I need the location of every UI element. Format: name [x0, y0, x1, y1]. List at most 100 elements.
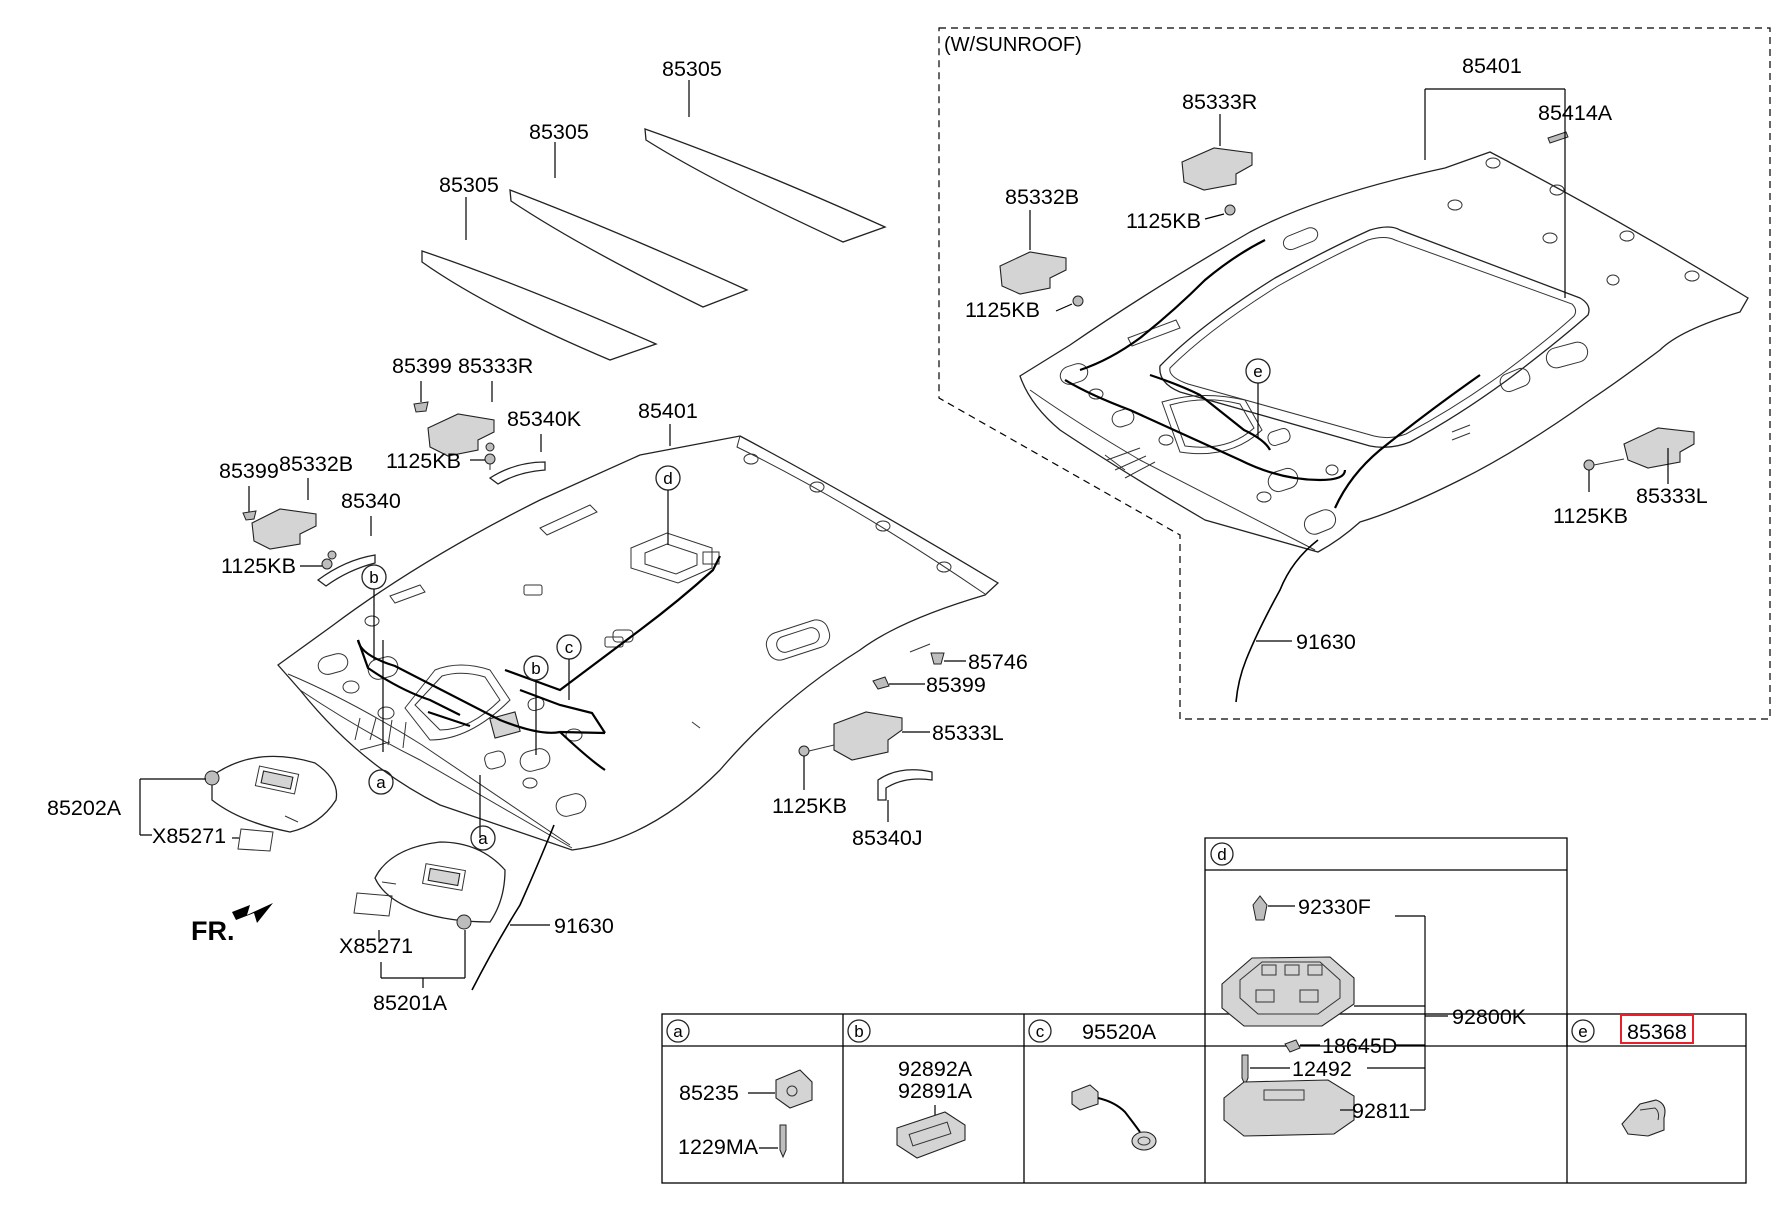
bracket-85333L [833, 711, 903, 761]
panel-a: 85235 1229MA [678, 1069, 813, 1159]
label-1125KB-sr3: 1125KB [1553, 504, 1628, 528]
callout-a1: a [376, 773, 386, 792]
label-85333R-sr: 85333R [1182, 90, 1257, 114]
main-headlining [277, 435, 1000, 991]
panel-d-part-3: 18645D [1322, 1034, 1397, 1058]
label-85399-a: 85399 [392, 354, 452, 378]
label-85399-b: 85399 [219, 459, 279, 483]
main-callouts: d b b c a a [361, 465, 681, 851]
panel-b: 92892A 92891A [896, 1057, 973, 1159]
sunroof-boundary [938, 27, 1771, 720]
front-direction-indicator: FR. [191, 903, 273, 946]
right-side-parts: 85746 85399 85333L 1125KB 85340J [772, 650, 1028, 850]
label-91630-sr: 91630 [1296, 630, 1356, 654]
headlining-pads [421, 80, 887, 361]
sunroof-section: (W/SUNROOF) [938, 27, 1771, 720]
panel-e-header: 85368 [1627, 1020, 1687, 1044]
sunroof-bracket-85332B [999, 251, 1067, 295]
panel-b-letter: b [854, 1022, 863, 1041]
label-1125KB-b: 1125KB [221, 554, 296, 578]
panel-d-letter: d [1217, 845, 1226, 864]
handle-85340J [877, 769, 933, 801]
label-85332B-sr: 85332B [1005, 185, 1079, 209]
sunroof-opening [1159, 226, 1590, 448]
panel-d-part-5: 92811 [1352, 1099, 1410, 1123]
label-1125KB-r: 1125KB [772, 794, 847, 818]
panel-b-part-2: 92891A [898, 1079, 973, 1103]
label-91630-main: 91630 [554, 914, 614, 938]
bracket-85332B [251, 508, 317, 550]
callout-c: c [565, 638, 574, 657]
headlining-outline [277, 435, 1000, 851]
label-85202A: 85202A [47, 796, 122, 820]
label-85305-1: 85305 [662, 57, 722, 81]
label-85399-r: 85399 [926, 673, 986, 697]
sunroof-bracket-85333R [1181, 147, 1253, 191]
callout-b1: b [369, 568, 378, 587]
panel-e-highlight [1620, 1014, 1694, 1044]
sunroof-label: (W/SUNROOF) [944, 34, 1082, 56]
sunroof-wire-harness [1064, 239, 1481, 509]
panel-b-lamp [896, 1111, 966, 1159]
panel-c-connector [1071, 1084, 1099, 1111]
panel-e: 85368 [1620, 1014, 1694, 1137]
callout-b2: b [531, 659, 540, 678]
panel-a-letter: a [673, 1022, 683, 1041]
headlining-front-area [299, 584, 634, 849]
sunroof-headlining [1019, 151, 1749, 553]
label-85201A: 85201A [373, 991, 448, 1015]
label-85305-3: 85305 [439, 173, 499, 197]
label-1125KB-a: 1125KB [386, 449, 461, 473]
panel-d-lens [1223, 1079, 1355, 1137]
panel-c-letter: c [1036, 1022, 1045, 1041]
sunroof-bracket-85333L [1623, 427, 1695, 469]
label-85414A: 85414A [1538, 101, 1613, 125]
callout-d: d [663, 469, 672, 488]
label-85746: 85746 [968, 650, 1028, 674]
front-label: FR. [191, 916, 235, 946]
label-85340J: 85340J [852, 826, 923, 850]
callout-a2: a [478, 829, 488, 848]
visor-lh [211, 755, 338, 833]
label-85340: 85340 [341, 489, 401, 513]
front-arrow-icon [232, 903, 273, 923]
panel-d-part-4: 12492 [1292, 1057, 1352, 1081]
panel-e-letter: e [1578, 1022, 1587, 1041]
label-X85271-rh: X85271 [339, 934, 413, 958]
panel-c-header: 95520A [1082, 1020, 1157, 1044]
label-X85271-lh: X85271 [152, 824, 226, 848]
label-85333L: 85333L [932, 721, 1004, 745]
label-1125KB-sr2: 1125KB [965, 298, 1040, 322]
main-cable [471, 824, 555, 991]
panel-d: 92330F 92800K 18645D 12492 92 [1221, 895, 1527, 1137]
handle-85340K [488, 461, 546, 485]
detail-panels: a b c d e 85235 1229MA 92892A 92891A [661, 837, 1747, 1184]
panel-c: 95520A [1071, 1020, 1157, 1151]
pad-3 [421, 250, 658, 361]
handle-85340 [316, 554, 376, 587]
bracket-85333R [427, 413, 495, 457]
callout-e-sr: e [1253, 362, 1262, 381]
label-85332B: 85332B [279, 452, 353, 476]
panel-b-part-1: 92892A [898, 1057, 973, 1081]
panel-a-part-2: 1229MA [678, 1135, 759, 1159]
visor-rh [374, 841, 506, 923]
label-85333L-sr: 85333L [1636, 484, 1708, 508]
panel-d-part-2: 92800K [1452, 1005, 1527, 1029]
sun-visors: 85202A X85271 X85271 85201A [47, 755, 506, 1015]
upper-left-parts: 85399 85333R 1125KB 85340K 85399 85332B … [219, 354, 582, 587]
label-85401: 85401 [638, 399, 698, 423]
label-85401-sr: 85401 [1462, 54, 1522, 78]
pad-1 [644, 128, 887, 243]
label-1125KB-sr1: 1125KB [1126, 209, 1201, 233]
label-85340K: 85340K [507, 407, 582, 431]
pad-2 [509, 189, 749, 308]
label-85333R: 85333R [458, 354, 533, 378]
panel-d-console [1221, 956, 1355, 1027]
headlining-perimeter-details [364, 453, 952, 729]
panel-a-part-1: 85235 [679, 1081, 739, 1105]
label-85305-2: 85305 [529, 120, 589, 144]
main-wire-harness [356, 555, 721, 735]
